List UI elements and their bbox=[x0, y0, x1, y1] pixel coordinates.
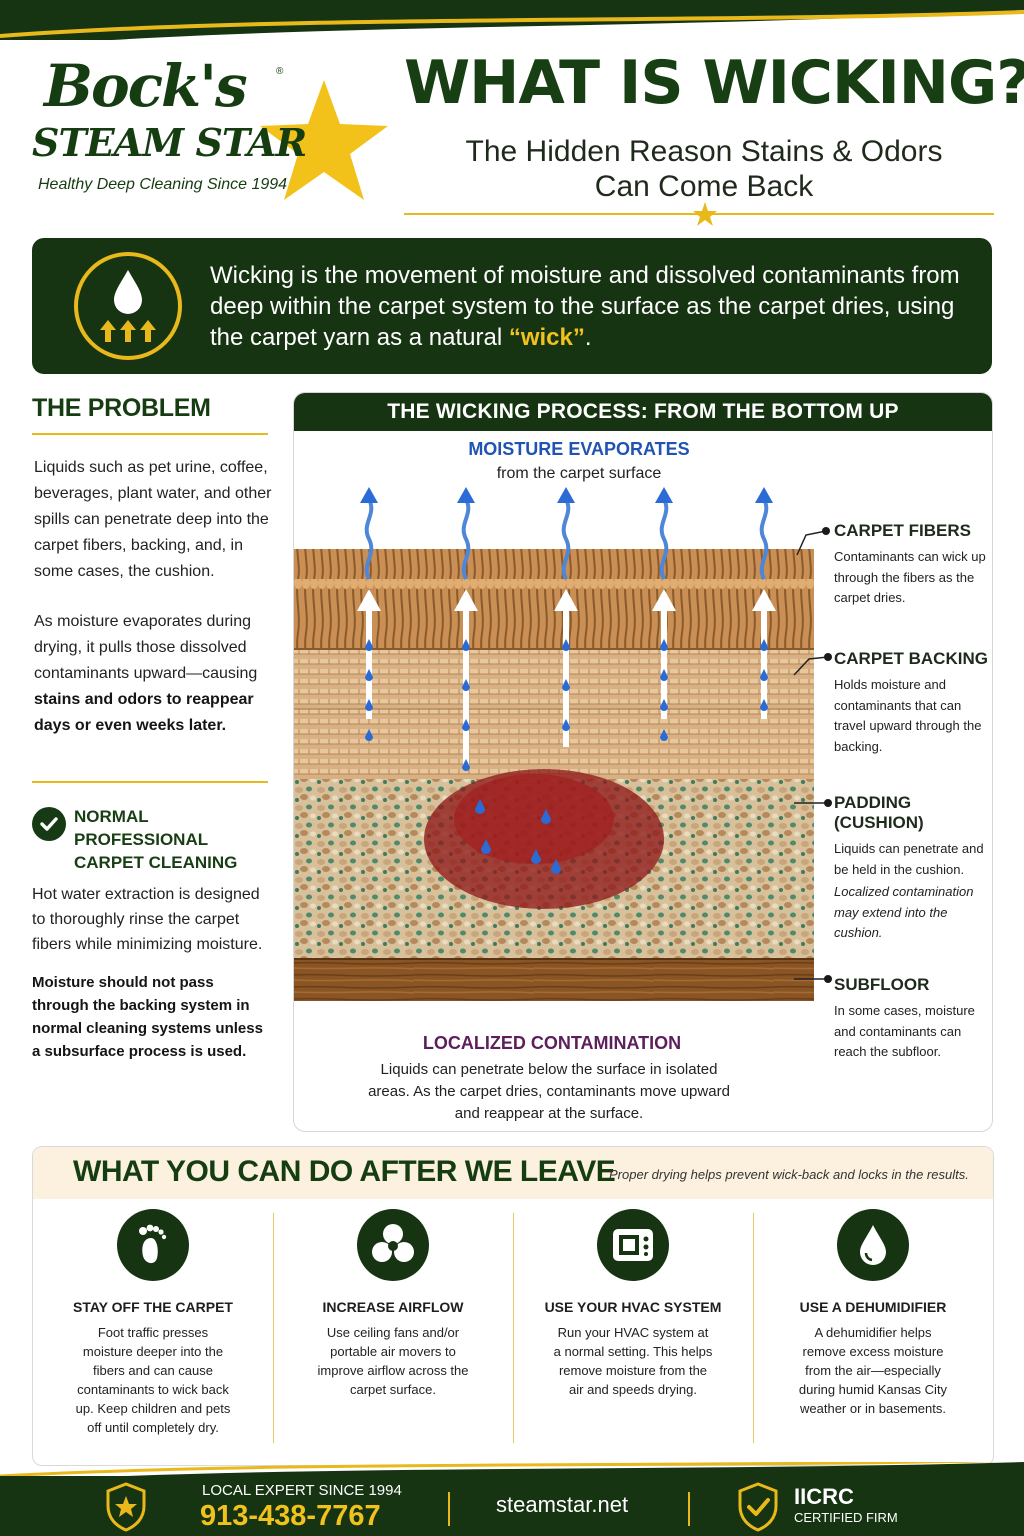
tip-text: A dehumidifier helps remove excess moist… bbox=[798, 1325, 948, 1416]
definition-main: Wicking is the movement of moisture and … bbox=[210, 262, 960, 351]
layer-text: Liquids can penetrate and be held in the… bbox=[834, 839, 992, 944]
water-drop-up-arrows-icon bbox=[74, 252, 182, 360]
thermostat-icon bbox=[597, 1209, 669, 1281]
logo-subname: STEAM STAR bbox=[32, 120, 307, 165]
footer: LOCAL EXPERT SINCE 1994 913-438-7767 ste… bbox=[0, 1476, 1024, 1536]
logo-tagline: Healthy Deep Cleaning Since 1994 bbox=[38, 176, 288, 193]
tip-title: USE A DEHUMIDIFIER bbox=[799, 1299, 947, 1315]
layer-carpet-fibers: CARPET FIBERS Contaminants can wick up t… bbox=[834, 521, 992, 609]
normal-cleaning-heading: NORMAL PROFESSIONAL CARPET CLEANING bbox=[32, 805, 274, 874]
shield-star-icon bbox=[106, 1482, 146, 1532]
footer-cert-subtitle: CERTIFIED FIRM bbox=[794, 1510, 898, 1525]
normal-cleaning-title: NORMAL PROFESSIONAL CARPET CLEANING bbox=[74, 805, 274, 874]
layer-subfloor: SUBFLOOR In some cases, moisture and con… bbox=[834, 975, 992, 1063]
normal-title-line-2: CARPET CLEANING bbox=[74, 853, 238, 872]
evaporates-subtitle: from the carpet surface bbox=[496, 465, 662, 482]
layer-title: CARPET BACKING bbox=[834, 649, 988, 668]
normal-cleaning-note: Moisture should not pass through the bac… bbox=[32, 974, 263, 1060]
definition-end: . bbox=[584, 324, 592, 351]
star-icon bbox=[260, 80, 388, 200]
problem-paragraph-2-text: As moisture evaporates during drying, it… bbox=[34, 613, 258, 682]
contamination-title: LOCALIZED CONTAMINATION bbox=[422, 1033, 682, 1053]
tip-dehumidifier: USE A DEHUMIDIFIER A dehumidifier helps … bbox=[753, 1209, 993, 1459]
layer-title: PADDING (CUSHION) bbox=[834, 793, 924, 832]
tip-text: Run your HVAC system at a normal setting… bbox=[553, 1325, 713, 1397]
layer-text: In some cases, moisture and contaminants… bbox=[834, 1003, 975, 1059]
checkmark-icon bbox=[32, 807, 66, 841]
evaporates-title: MOISTURE EVAPORATES bbox=[468, 439, 690, 459]
brand-logo[interactable]: Bock's ® STEAM STAR Healthy Deep Cleanin… bbox=[30, 48, 388, 208]
tips-row: STAY OFF THE CARPET Foot traffic presses… bbox=[33, 1209, 995, 1459]
normal-cleaning-text: Hot water extraction is designed to thor… bbox=[32, 886, 263, 953]
definition-banner: Wicking is the movement of moisture and … bbox=[32, 238, 992, 374]
problem-paragraph-2: As moisture evaporates during drying, it… bbox=[32, 609, 274, 739]
normal-title-line-1: NORMAL PROFESSIONAL bbox=[74, 807, 209, 849]
contamination-text: Liquids can penetrate below the surface … bbox=[368, 1061, 730, 1122]
tip-title: USE YOUR HVAC SYSTEM bbox=[544, 1299, 722, 1315]
problem-paragraph-2-bold: stains and odors to reappear days or eve… bbox=[34, 691, 254, 734]
small-star-icon bbox=[693, 202, 717, 226]
diagram-title: THE WICKING PROCESS: FROM THE BOTTOM UP bbox=[294, 393, 992, 431]
tip-stay-off: STAY OFF THE CARPET Foot traffic presses… bbox=[33, 1209, 273, 1459]
problem-paragraph-1: Liquids such as pet urine, coffee, bever… bbox=[34, 459, 272, 580]
page-subtitle: The Hidden Reason Stains & Odors Can Com… bbox=[404, 134, 1004, 204]
logo-name: Bock's bbox=[44, 52, 248, 120]
layer-carpet-backing: CARPET BACKING Holds moisture and contam… bbox=[834, 649, 992, 757]
after-care-title: WHAT YOU CAN DO AFTER WE LEAVE bbox=[73, 1155, 616, 1188]
wicking-diagram-panel: THE WICKING PROCESS: FROM THE BOTTOM UP … bbox=[293, 392, 993, 1132]
footer-website-link[interactable]: steamstar.net bbox=[496, 1492, 629, 1517]
water-drop-icon bbox=[837, 1209, 909, 1281]
problem-title: THE PROBLEM bbox=[32, 394, 211, 422]
problem-column: THE PROBLEM Liquids such as pet urine, c… bbox=[32, 394, 274, 1063]
tip-title: STAY OFF THE CARPET bbox=[73, 1299, 233, 1315]
footer-cert-title: IICRC bbox=[794, 1484, 854, 1509]
logo-registered: ® bbox=[276, 66, 284, 77]
after-care-section: WHAT YOU CAN DO AFTER WE LEAVE Proper dr… bbox=[32, 1146, 994, 1466]
tip-airflow: INCREASE AIRFLOW Use ceiling fans and/or… bbox=[273, 1209, 513, 1459]
layer-title: CARPET FIBERS bbox=[834, 521, 971, 540]
tip-hvac: USE YOUR HVAC SYSTEM Run your HVAC syste… bbox=[513, 1209, 753, 1459]
layer-text: Holds moisture and contaminants that can… bbox=[834, 677, 982, 754]
fan-icon bbox=[357, 1209, 429, 1281]
footer-phone-link[interactable]: 913-438-7767 bbox=[200, 1500, 381, 1532]
footer-divider bbox=[688, 1492, 690, 1526]
subtitle-line-2: Can Come Back bbox=[594, 170, 814, 203]
top-band bbox=[0, 0, 1024, 40]
after-care-header: WHAT YOU CAN DO AFTER WE LEAVE Proper dr… bbox=[33, 1147, 993, 1199]
tip-text: Use ceiling fans and/or portable air mov… bbox=[317, 1325, 469, 1397]
carpet-cross-section bbox=[294, 487, 832, 1001]
definition-text: Wicking is the movement of moisture and … bbox=[210, 260, 980, 353]
page-title: WHAT IS WICKING? bbox=[404, 48, 1024, 118]
layer-title: SUBFLOOR bbox=[834, 975, 930, 994]
normal-divider bbox=[32, 781, 268, 783]
problem-divider bbox=[32, 433, 268, 435]
layer-text-main: Liquids can penetrate and be held in the… bbox=[834, 841, 984, 877]
layer-padding: PADDING (CUSHION) Liquids can penetrate … bbox=[834, 793, 992, 944]
tip-title: INCREASE AIRFLOW bbox=[322, 1299, 464, 1315]
footprint-icon bbox=[117, 1209, 189, 1281]
layer-text: Contaminants can wick up through the fib… bbox=[834, 549, 986, 605]
subtitle-line-1: The Hidden Reason Stains & Odors bbox=[465, 135, 943, 168]
footer-local-label: LOCAL EXPERT SINCE 1994 bbox=[202, 1482, 402, 1499]
after-care-note: Proper drying helps prevent wick-back an… bbox=[609, 1167, 969, 1182]
definition-highlight: “wick” bbox=[508, 324, 585, 351]
footer-divider bbox=[448, 1492, 450, 1526]
shield-check-icon bbox=[738, 1482, 778, 1532]
tip-text: Foot traffic presses moisture deeper int… bbox=[75, 1325, 231, 1435]
layer-note: Localized contamination may extend into … bbox=[834, 884, 974, 940]
